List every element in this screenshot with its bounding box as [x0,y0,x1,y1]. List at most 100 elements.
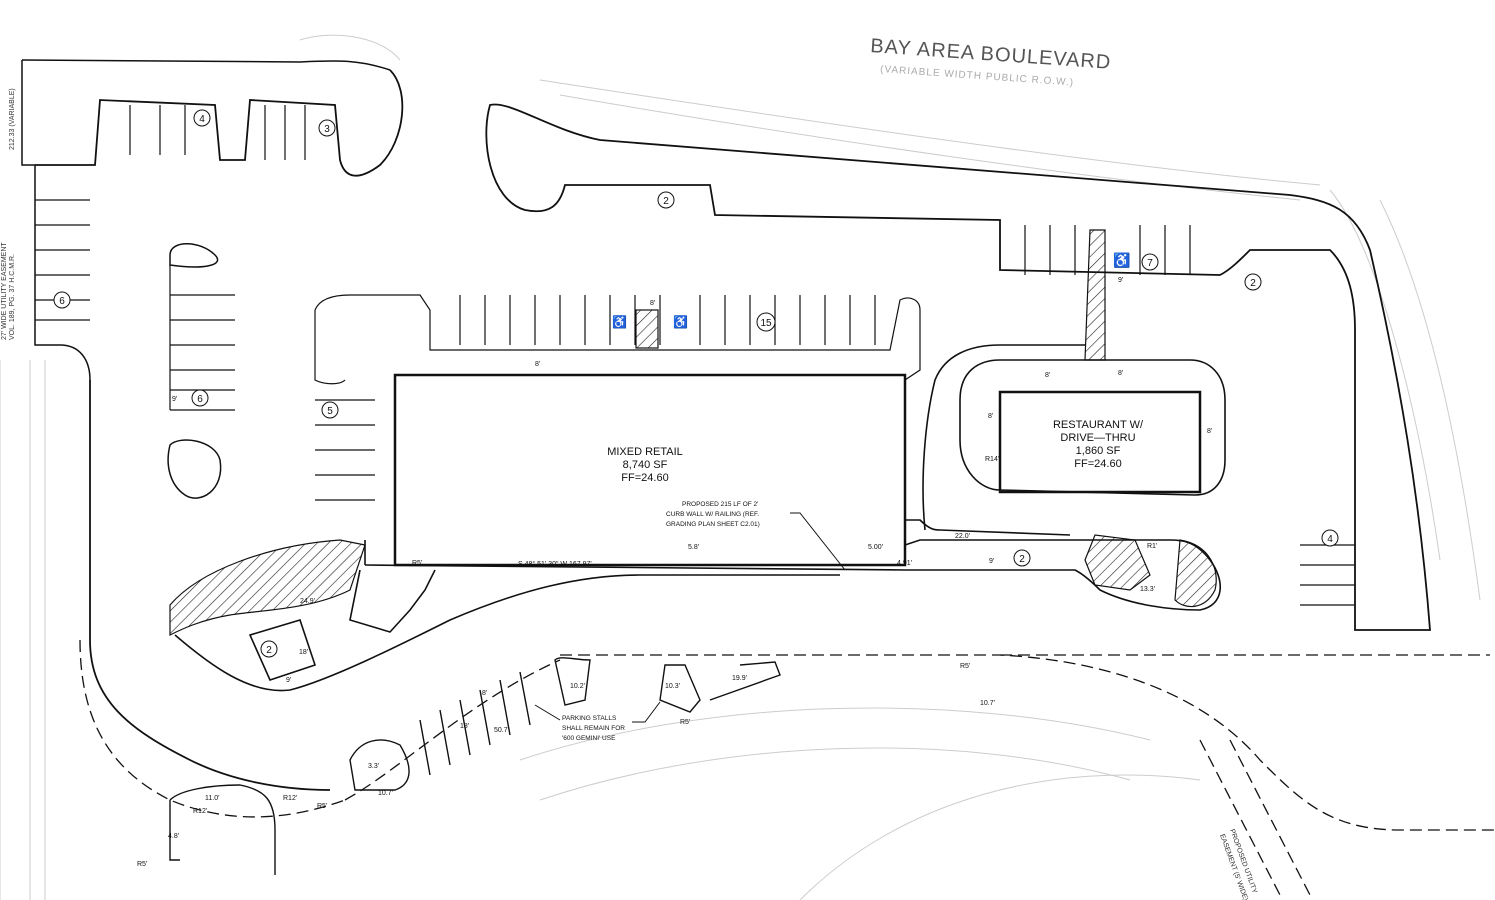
stall-count-west-6: 6 [53,291,71,309]
svg-text:5.00': 5.00' [868,544,883,551]
svg-text:8': 8' [1045,372,1050,379]
svg-text:5: 5 [327,406,333,417]
easement-left-label-2: VOL. 189, PG. 37 H.C.M.R. [9,254,16,340]
svg-text:4.8': 4.8' [168,833,179,840]
accessible-parking-icon-2: ♿ [612,315,627,329]
south-curb [174,519,1222,692]
background-linework [0,34,1481,900]
svg-text:9': 9' [172,396,177,403]
restaurant-building [998,390,1202,494]
svg-text:11.0': 11.0' [205,795,219,802]
svg-text:18': 18' [299,649,308,656]
svg-text:2: 2 [266,645,272,656]
svg-text:R1': R1' [1147,543,1157,550]
restaurant-ff: FF=24.60 [1074,458,1121,470]
svg-text:8': 8' [1118,370,1123,377]
stall-count-markers: 4 3 2 6 6 5 15 7 2 4 2 2 [53,109,1339,658]
retail-parking-north [314,294,921,520]
accessible-parking-icon-3: ♿ [673,315,688,329]
svg-text:R5': R5' [412,560,422,567]
restaurant-line1: RESTAURANT W/ [1053,419,1144,431]
stall-count-rest-2: 2 [1244,273,1262,291]
restaurant-area-text: 1,860 SF [1076,445,1121,457]
svg-text:10.2': 10.2' [570,683,585,690]
retail-ff: FF=24.60 [621,472,668,484]
svg-text:R14': R14' [985,456,999,463]
svg-text:18': 18' [460,723,469,730]
svg-text:4: 4 [199,114,205,125]
svg-text:13.3': 13.3' [1140,586,1155,593]
stall-count-nw-4: 4 [193,109,211,127]
accessible-parking-icon: ♿ [1113,252,1130,269]
svg-text:CURB WALL W/ RAILING (REF.: CURB WALL W/ RAILING (REF. [666,511,759,518]
svg-text:GRADING PLAN SHEET C2.01): GRADING PLAN SHEET C2.01) [666,521,760,528]
svg-text:R12': R12' [283,795,297,802]
svg-text:6: 6 [197,394,203,405]
stall-count-sw-2: 2 [260,640,278,658]
svg-text:R5': R5' [137,861,147,868]
svg-text:2: 2 [663,196,669,207]
curb-wall-note: PROPOSED 215 LF OF 2' CURB WALL W/ RAILI… [666,501,846,571]
svg-text:SHALL REMAIN FOR: SHALL REMAIN FOR [562,725,625,732]
svg-text:2: 2 [1250,278,1256,289]
svg-text:R5': R5' [680,719,690,726]
svg-text:4.91': 4.91' [897,560,912,567]
restaurant-parking [1024,225,1355,606]
svg-text:R5': R5' [317,803,327,810]
retail-area: 8,740 SF [623,459,668,471]
mixed-retail-building [393,373,907,567]
svg-text:10.3': 10.3' [665,683,680,690]
svg-text:24.9': 24.9' [300,598,315,605]
svg-text:8': 8' [482,690,487,697]
island-west-2 [167,439,222,499]
south-parking [169,657,781,875]
svg-text:22.0': 22.0' [955,533,970,540]
svg-text:3.3': 3.3' [368,763,379,770]
svg-text:7: 7 [1147,258,1153,269]
svg-text:3: 3 [324,124,330,135]
easement-left-label-1: 27' WIDE UTILITY EASEMENT [1,242,8,340]
stall-count-nw-3: 3 [318,119,336,137]
svg-text:50.7': 50.7' [494,727,509,734]
svg-text:8': 8' [1207,428,1212,435]
stall-count-mid-2: 2 [1013,549,1031,567]
hatched-ramps [169,229,1217,636]
stall-count-rest-7: 7 [1141,253,1159,271]
svg-text:9': 9' [286,677,291,684]
stall-count-north-2: 2 [657,191,675,209]
bearing-label: S 48° 51' 30" W 167.97' [518,560,592,568]
svg-text:R5': R5' [960,663,970,670]
retail-name: MIXED RETAIL [607,446,683,458]
parking-stalls-note: PARKING STALLS SHALL REMAIN FOR '600 GEM… [534,701,661,742]
island-west [169,243,219,268]
dimension-labels: 8' 9' 8' 9' 8' 8' 8' R14' 5.8' 5.00' 4.9… [137,277,1212,868]
easement-right-note: PROPOSED UTILITY EASEMENT (5' WIDE) [1218,828,1258,900]
svg-text:10.7': 10.7' [980,700,995,707]
svg-text:8': 8' [988,413,993,420]
svg-text:5.8': 5.8' [688,544,699,551]
lot-perimeter [35,69,1431,791]
svg-text:R12': R12' [193,808,207,815]
stall-count-island-6: 6 [191,389,209,407]
row-left-label: 212.33 (VARIABLE) [9,88,16,150]
svg-text:15: 15 [760,318,772,329]
svg-text:10.7': 10.7' [378,790,393,797]
svg-text:6: 6 [59,296,65,307]
svg-text:2: 2 [1019,554,1025,565]
svg-text:8': 8' [650,300,655,307]
svg-text:4: 4 [1327,534,1333,545]
dashed-boundaries [79,639,1495,896]
svg-text:8': 8' [535,361,540,368]
stall-count-retail-5: 5 [321,401,339,419]
svg-text:9': 9' [1118,277,1123,284]
stall-count-east-4: 4 [1321,529,1339,547]
svg-text:PROPOSED 215 LF OF 2': PROPOSED 215 LF OF 2' [682,501,758,508]
restaurant-line2: DRIVE—THRU [1060,432,1135,444]
stall-count-retail-15: 15 [756,312,776,332]
svg-text:19.9': 19.9' [732,675,747,682]
retail-parking-west [315,399,375,501]
svg-text:PARKING STALLS: PARKING STALLS [562,715,617,722]
svg-text:'600 GEMINI' USE: '600 GEMINI' USE [562,735,616,742]
svg-text:9': 9' [989,558,994,565]
